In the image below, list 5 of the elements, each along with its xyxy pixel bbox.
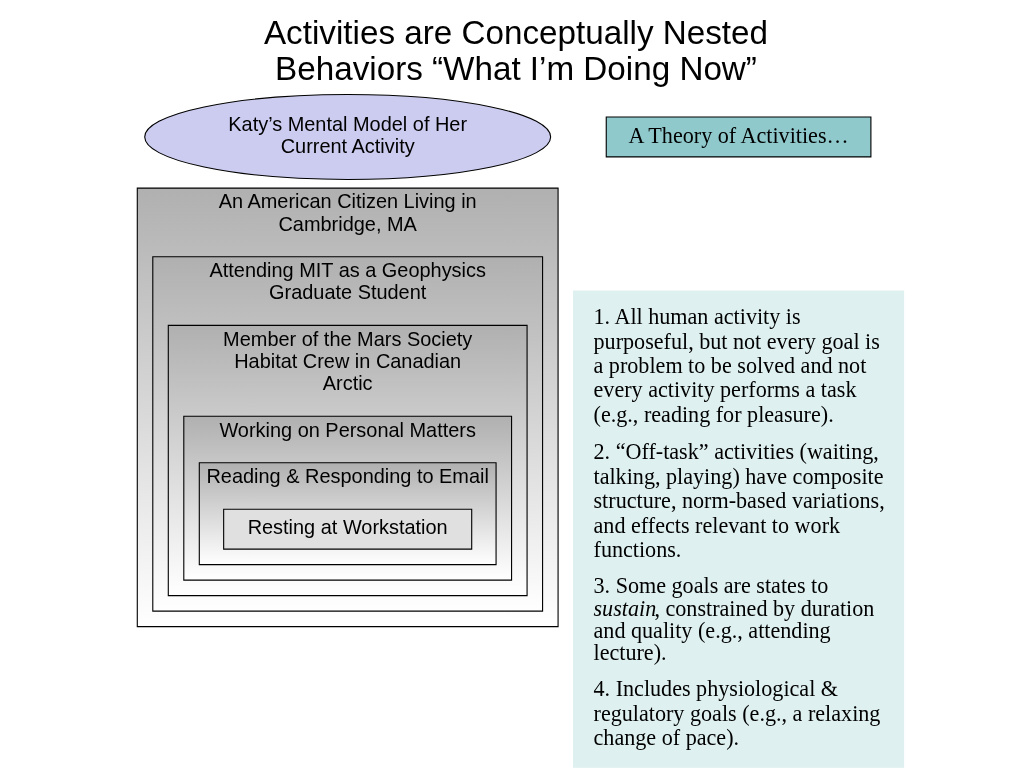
- node-box: A Theory of Activities…: [605, 116, 872, 158]
- node-ellipse: Katy’s Mental Model of Her Current Activity: [144, 93, 552, 181]
- diagram-title: Activities are Conceptually Nested Behaviors “What I’m Doing Now”: [263, 13, 769, 88]
- node-box: Resting at Workstation: [223, 508, 473, 550]
- node-box: 1. All human activity is purposeful, but not every goal is a problem to be solved and not every activity performs a task (e.g., reading for pleasure). 2. “Off-task” activities (waiting, talking, playing) have composite structure, norm-based variations, and effects relevant to work functions. 3. Some goals are states to sustain, constrained by duration and quality (e.g., attending lecture). 4. Includes physiological & regulatory goals (e.g., a relaxing change of pace).: [573, 290, 905, 768]
